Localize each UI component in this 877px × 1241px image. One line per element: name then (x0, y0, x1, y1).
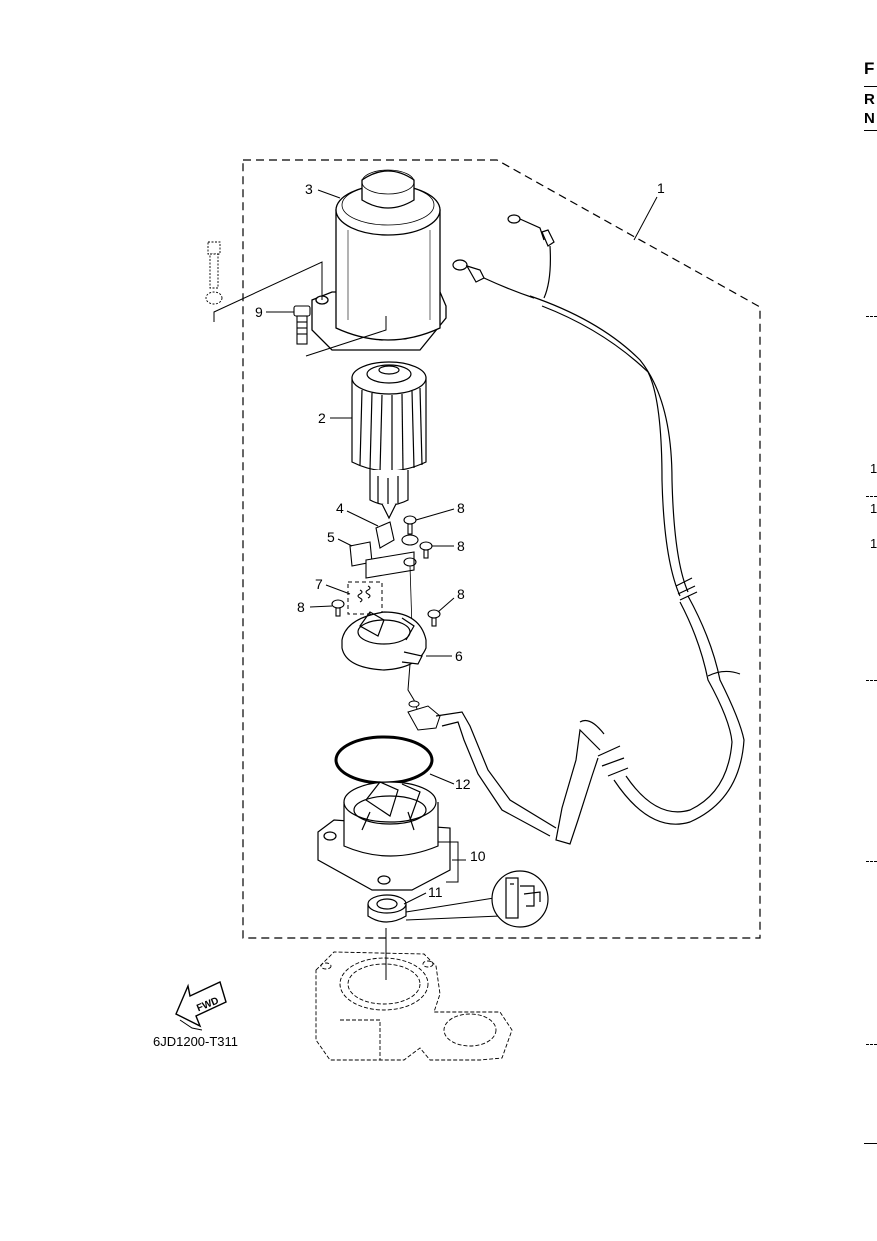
screw-8-right (427, 609, 441, 627)
bolt-part (293, 305, 311, 345)
bolt-bracket-lines (213, 261, 387, 357)
callout-11: 11 (428, 884, 443, 900)
callout-5: 5 (327, 529, 335, 545)
callout-10: 10 (470, 848, 486, 864)
lead-terminal (407, 700, 441, 731)
callout-12: 12 (455, 776, 471, 792)
housing-ghost (315, 951, 513, 1061)
callout-8-a: 8 (457, 500, 465, 516)
motor-yoke-part (311, 169, 447, 351)
bearing-detail-inset (491, 870, 549, 928)
bearing-part (367, 894, 407, 923)
brush-part (375, 521, 395, 549)
screw-8-mid (419, 541, 433, 559)
brush-plate-part (341, 611, 427, 671)
o-ring-part (334, 735, 434, 785)
edge-rule-1 (864, 86, 877, 87)
callout-6: 6 (455, 648, 463, 664)
edge-rule-2 (864, 130, 877, 131)
callout-2: 2 (318, 410, 326, 426)
edge-dash-4 (866, 861, 877, 862)
spring-part (347, 581, 383, 615)
edge-dash-3 (866, 680, 877, 681)
screw-8-upper (403, 515, 417, 535)
edge-rule-3 (864, 1143, 877, 1144)
armature-part (351, 361, 427, 520)
edge-letter-n: N (864, 110, 875, 127)
diagram-code: 6JD1200-T311 (153, 1034, 238, 1049)
edge-number-1: 1 (870, 461, 877, 476)
edge-number-2: 1 (870, 501, 877, 516)
fwd-arrow-icon: FWD (175, 981, 227, 1031)
callout-8-c: 8 (297, 599, 305, 615)
callout-1: 1 (657, 180, 665, 196)
callout-4: 4 (336, 500, 344, 516)
callout-leaders (266, 189, 658, 905)
mount-bolt-ghost (205, 241, 223, 305)
callout-8-b: 8 (457, 538, 465, 554)
edge-dash-1 (866, 316, 877, 317)
callout-numbers: 1 2 3 4 5 6 7 8 8 8 8 9 10 11 12 (255, 180, 665, 900)
bearing-detail-leader (405, 897, 501, 921)
callout-7: 7 (315, 576, 323, 592)
screw-8-left (331, 599, 345, 617)
assembly-boundary (242, 159, 761, 939)
edge-dash-2 (866, 496, 877, 497)
edge-letter-r: R (864, 91, 875, 108)
callout-8-d: 8 (457, 586, 465, 602)
brush-holder-part (349, 534, 419, 629)
edge-dash-5 (866, 1044, 877, 1045)
edge-letter-f: F (864, 59, 875, 78)
lead-cable-part (435, 214, 745, 845)
callout-9: 9 (255, 304, 263, 320)
lower-bracket-part (317, 781, 451, 891)
edge-number-3: 1 (870, 536, 877, 551)
callout-3: 3 (305, 181, 313, 197)
